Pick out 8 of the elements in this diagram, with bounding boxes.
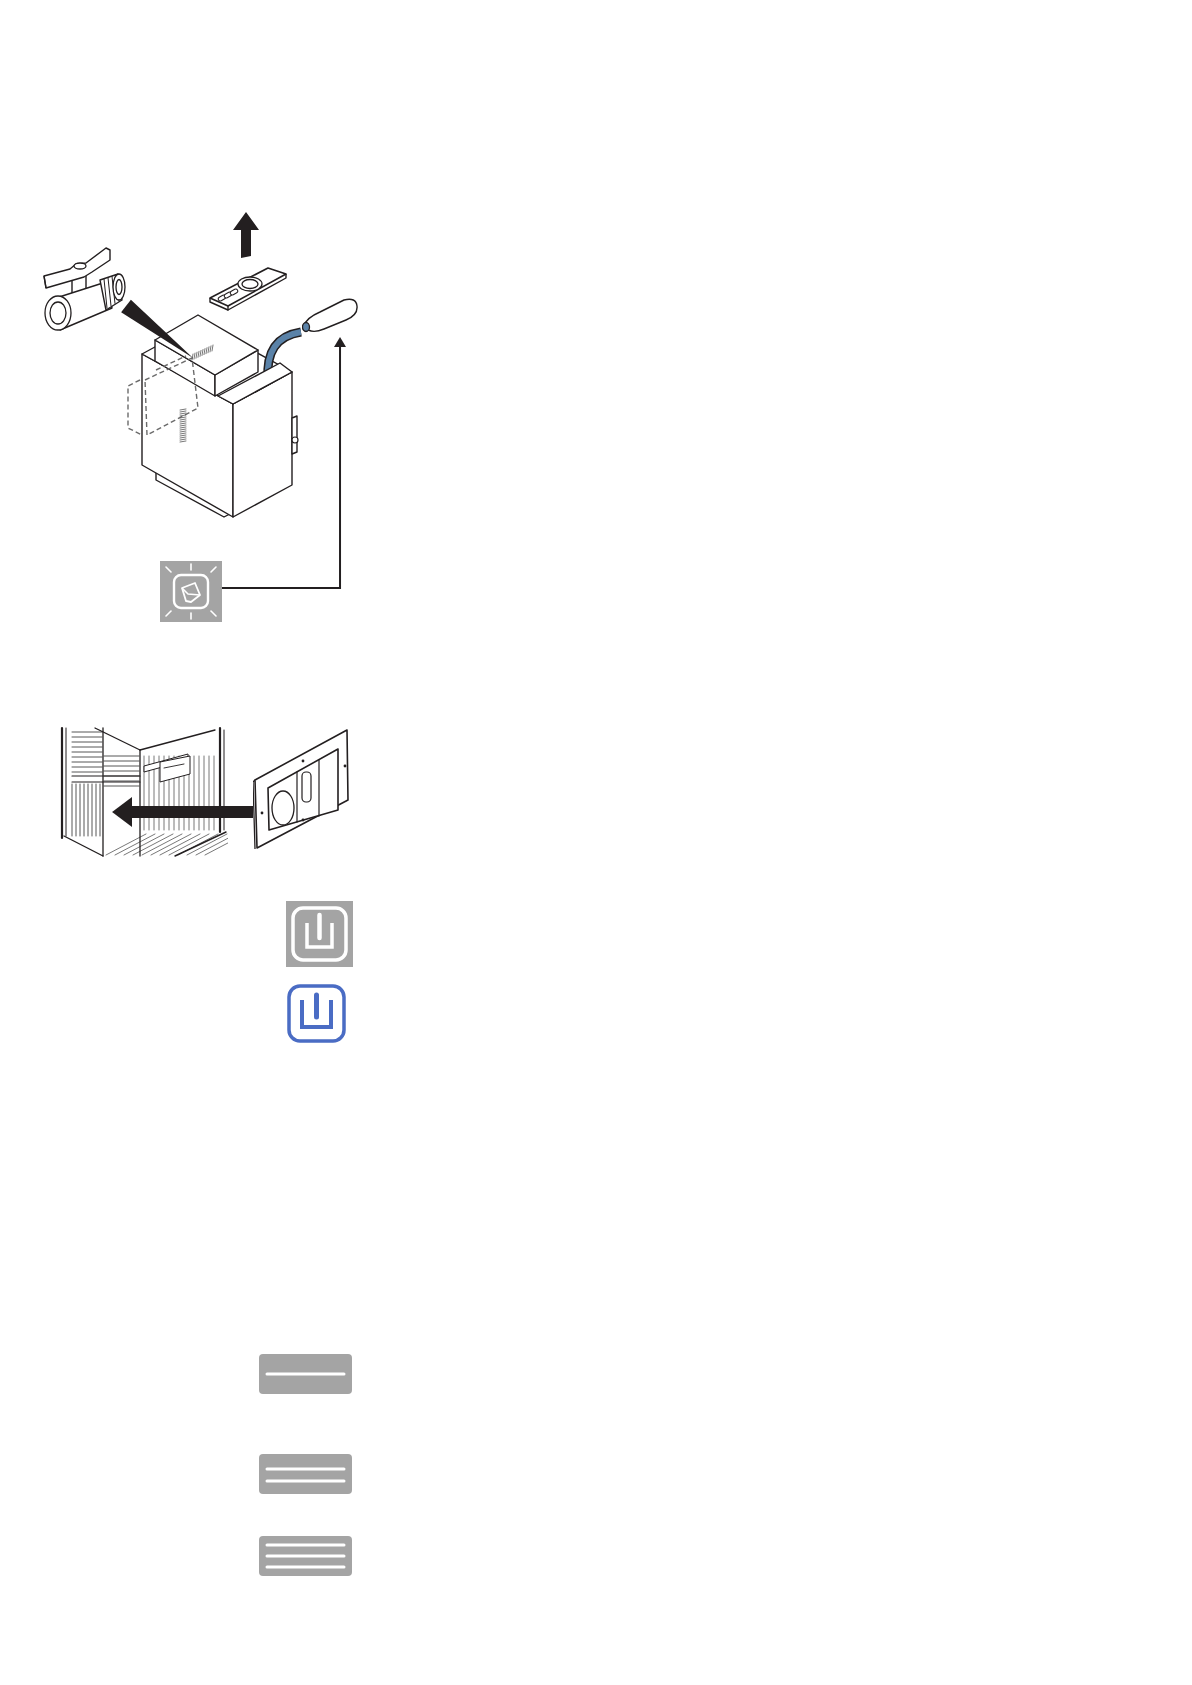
valve-drawing [40, 244, 126, 332]
arrow [112, 797, 253, 828]
sauna-room-drawing [60, 726, 228, 858]
arrow [221, 337, 346, 589]
heater-drawing [126, 313, 302, 520]
control-panel-drawing [253, 728, 350, 850]
glowing-symbol-icon [160, 561, 222, 622]
pointer-wedge [121, 299, 194, 358]
